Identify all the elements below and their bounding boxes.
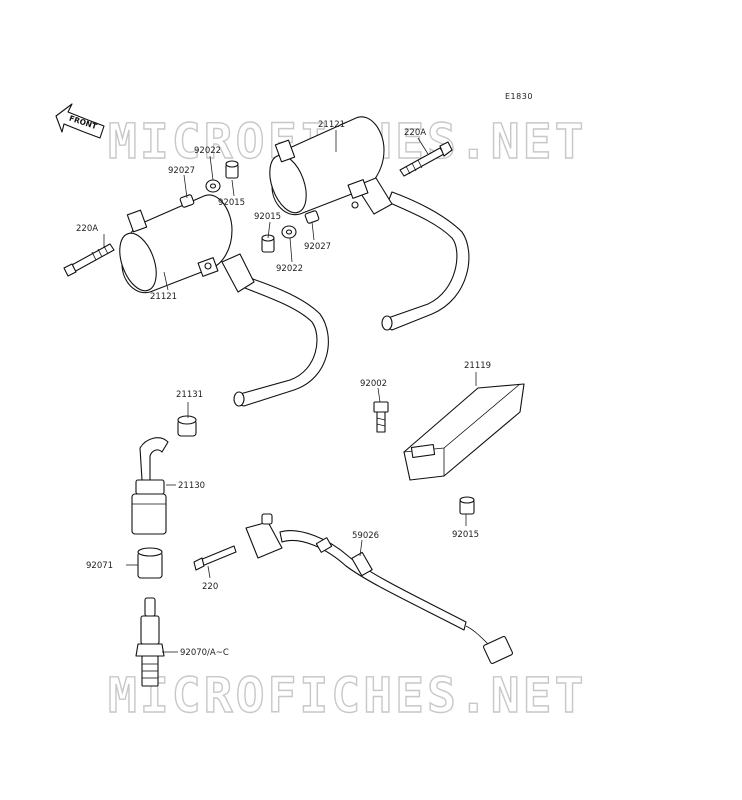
label-bolt-right: 220A xyxy=(404,128,426,138)
label-bushing-mid: 92015 xyxy=(254,212,281,222)
washer-92022-mid xyxy=(281,225,297,239)
label-igniter-bushing: 92015 xyxy=(452,530,479,540)
label-bolt-left: 220A xyxy=(76,224,98,234)
cap-seal-21131 xyxy=(177,415,197,437)
label-igniter: 21119 xyxy=(464,361,491,371)
bushing-92015-mid xyxy=(261,234,275,253)
spark-plug-92070 xyxy=(135,597,165,687)
front-arrow-icon: FRONT xyxy=(55,103,105,139)
label-washer-left: 92022 xyxy=(194,146,221,156)
spark-plug-cap-21130 xyxy=(131,437,169,535)
label-coil-right: 21121 xyxy=(318,120,345,130)
label-sensor-bolt: 220 xyxy=(202,582,218,592)
label-washer-mid: 92022 xyxy=(276,264,303,274)
label-bushing-left: 92015 xyxy=(218,198,245,208)
diagram-code: E1830 xyxy=(505,92,533,101)
bolt-92002 xyxy=(373,401,389,433)
igniter-21119 xyxy=(403,383,525,481)
rubber-sleeve-92071 xyxy=(137,547,163,579)
bolt-220a-left xyxy=(63,243,115,277)
label-coil-left: 21121 xyxy=(150,292,177,302)
label-spark-plug: 92070/A~C xyxy=(180,648,229,658)
collar-92027-mid xyxy=(304,210,320,224)
bushing-92015-left xyxy=(225,160,239,179)
pickup-sensor-59026 xyxy=(245,513,513,665)
watermark-bottom: MICROFICHES.NET xyxy=(108,668,586,724)
washer-92022-left xyxy=(205,179,221,193)
ignition-coil-left xyxy=(119,194,329,407)
bolt-220 xyxy=(193,545,237,571)
label-collar-left: 92027 xyxy=(168,166,195,176)
ignition-coil-right xyxy=(269,116,470,331)
label-sensor: 59026 xyxy=(352,531,379,541)
label-igniter-bolt: 92002 xyxy=(360,379,387,389)
collar-92027-left xyxy=(179,194,195,208)
label-collar-mid: 92027 xyxy=(304,242,331,252)
label-plug-cap: 21130 xyxy=(178,481,205,491)
bushing-92015-igniter xyxy=(459,496,475,515)
leader-lines xyxy=(103,130,477,653)
label-rubber-sleeve: 92071 xyxy=(86,561,113,571)
bolt-220a-right xyxy=(399,141,453,177)
label-cap-seal: 21131 xyxy=(176,390,203,400)
